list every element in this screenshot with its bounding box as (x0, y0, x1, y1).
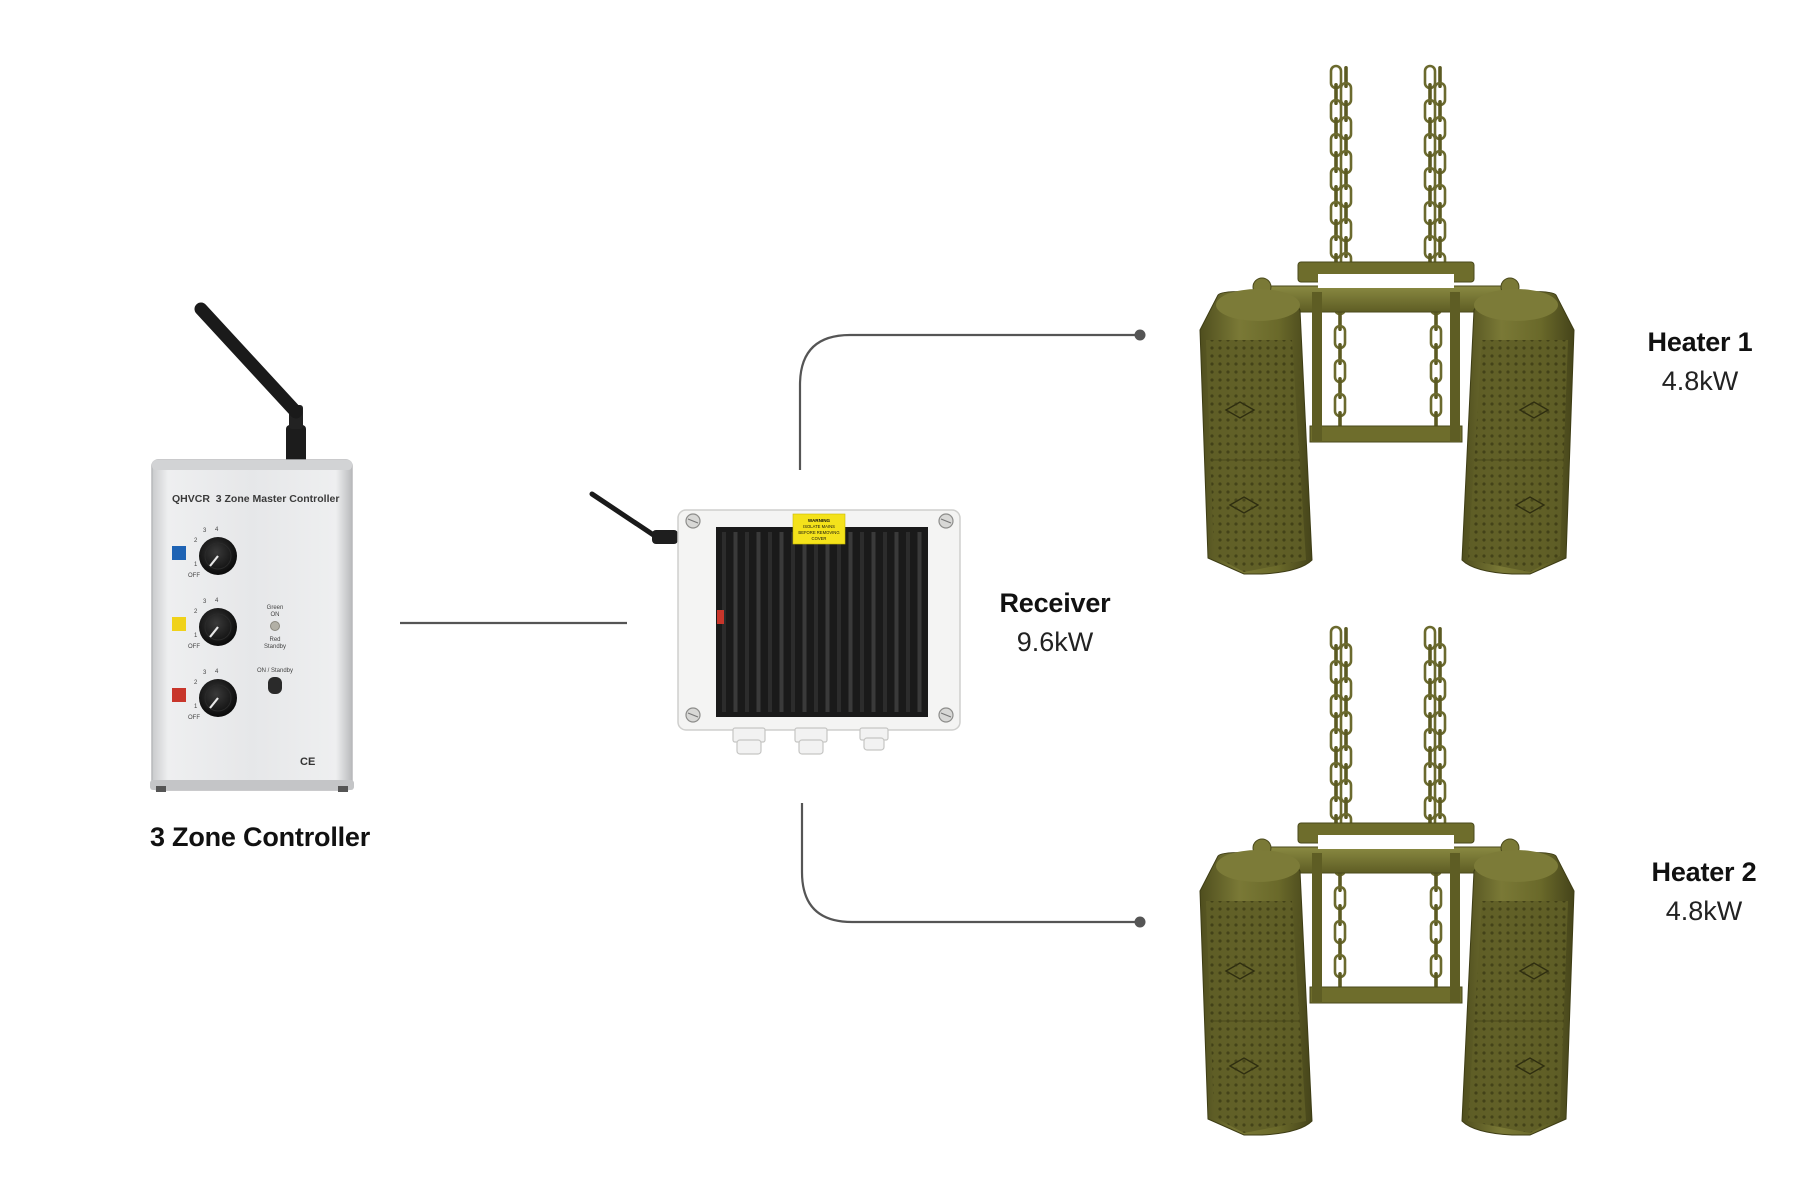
chain-icon (1329, 64, 1447, 433)
antenna-icon (589, 491, 678, 544)
svg-text:ON: ON (271, 612, 280, 618)
heater-2-device (1199, 625, 1575, 1136)
svg-text:Green: Green (267, 605, 284, 611)
receiver-label: Receiver 9.6kW (960, 588, 1150, 658)
heater-1-connection-dot (1134, 329, 1146, 341)
controller-label: 3 Zone Controller (110, 822, 410, 853)
svg-text:ISOLATE MAINS: ISOLATE MAINS (803, 524, 835, 529)
cable-gland-icon (732, 727, 889, 755)
receiver-to-heater-2-line (800, 803, 1140, 924)
on-standby-control: ON / Standby (257, 668, 293, 694)
svg-text:COVER: COVER (812, 536, 827, 541)
controller-panel-title: QHVCR 3 Zone Master Controller (172, 493, 339, 505)
svg-text:2: 2 (194, 538, 198, 544)
heater-1-name: Heater 1 (1647, 327, 1753, 357)
heater-2-label: Heater 2 4.8kW (1614, 857, 1794, 927)
svg-text:4: 4 (215, 527, 219, 533)
heater-1-power: 4.8kW (1661, 366, 1739, 396)
zone-1-control: 1 2 3 4 OFF (172, 527, 237, 579)
heater-element-right (1461, 289, 1575, 575)
svg-text:OFF: OFF (188, 644, 200, 650)
zone-2-color-swatch (172, 617, 186, 631)
svg-text:BEFORE REMOVING: BEFORE REMOVING (798, 530, 839, 535)
svg-text:3: 3 (203, 670, 207, 676)
warning-label: WARNING ISOLATE MAINS BEFORE REMOVING CO… (792, 513, 846, 545)
svg-text:1: 1 (194, 704, 198, 710)
heater-1-label: Heater 1 4.8kW (1610, 327, 1790, 397)
svg-text:1: 1 (194, 633, 198, 639)
zone-3-control: 1 2 3 4 OFF (172, 669, 237, 721)
heater-2-name: Heater 2 (1651, 857, 1757, 887)
heater-1-device (1199, 64, 1575, 575)
controller-device: QHVCR 3 Zone Master Controller 1 2 3 4 O… (150, 302, 354, 792)
receiver-to-heater-1-line (798, 333, 1140, 470)
heater-2-connection-dot (1134, 916, 1146, 928)
zone-1-color-swatch (172, 546, 186, 560)
on-standby-label: ON / Standby (257, 668, 293, 674)
receiver-power: 9.6kW (1016, 627, 1094, 657)
heater-element-left (1199, 289, 1313, 575)
heater-element-left (1199, 850, 1313, 1136)
heater-2-power: 4.8kW (1665, 896, 1743, 926)
zone-2-control: 1 2 3 4 OFF (172, 598, 237, 650)
svg-text:2: 2 (194, 609, 198, 615)
chain-icon (1329, 625, 1447, 994)
on-standby-button[interactable] (268, 677, 282, 694)
svg-text:OFF: OFF (188, 715, 200, 721)
svg-text:OFF: OFF (188, 573, 200, 579)
status-led: Green ON Red Standby (264, 605, 286, 650)
svg-text:Red: Red (269, 637, 280, 643)
svg-text:1: 1 (194, 562, 198, 568)
svg-text:3: 3 (203, 528, 207, 534)
connector-lines (400, 333, 1140, 924)
ce-mark: CE (300, 756, 315, 768)
svg-text:2: 2 (194, 680, 198, 686)
svg-text:WARNING: WARNING (808, 518, 831, 523)
antenna-icon (194, 302, 306, 465)
status-led-icon (270, 621, 280, 631)
svg-text:Standby: Standby (264, 644, 286, 650)
heater-element-right (1461, 850, 1575, 1136)
svg-text:4: 4 (215, 598, 219, 604)
receiver-device: WARNING ISOLATE MAINS BEFORE REMOVING CO… (589, 491, 961, 755)
svg-text:3: 3 (203, 599, 207, 605)
receiver-name: Receiver (999, 588, 1111, 618)
svg-text:4: 4 (215, 669, 219, 675)
controller-caption: 3 Zone Controller (149, 822, 371, 852)
zone-3-color-swatch (172, 688, 186, 702)
